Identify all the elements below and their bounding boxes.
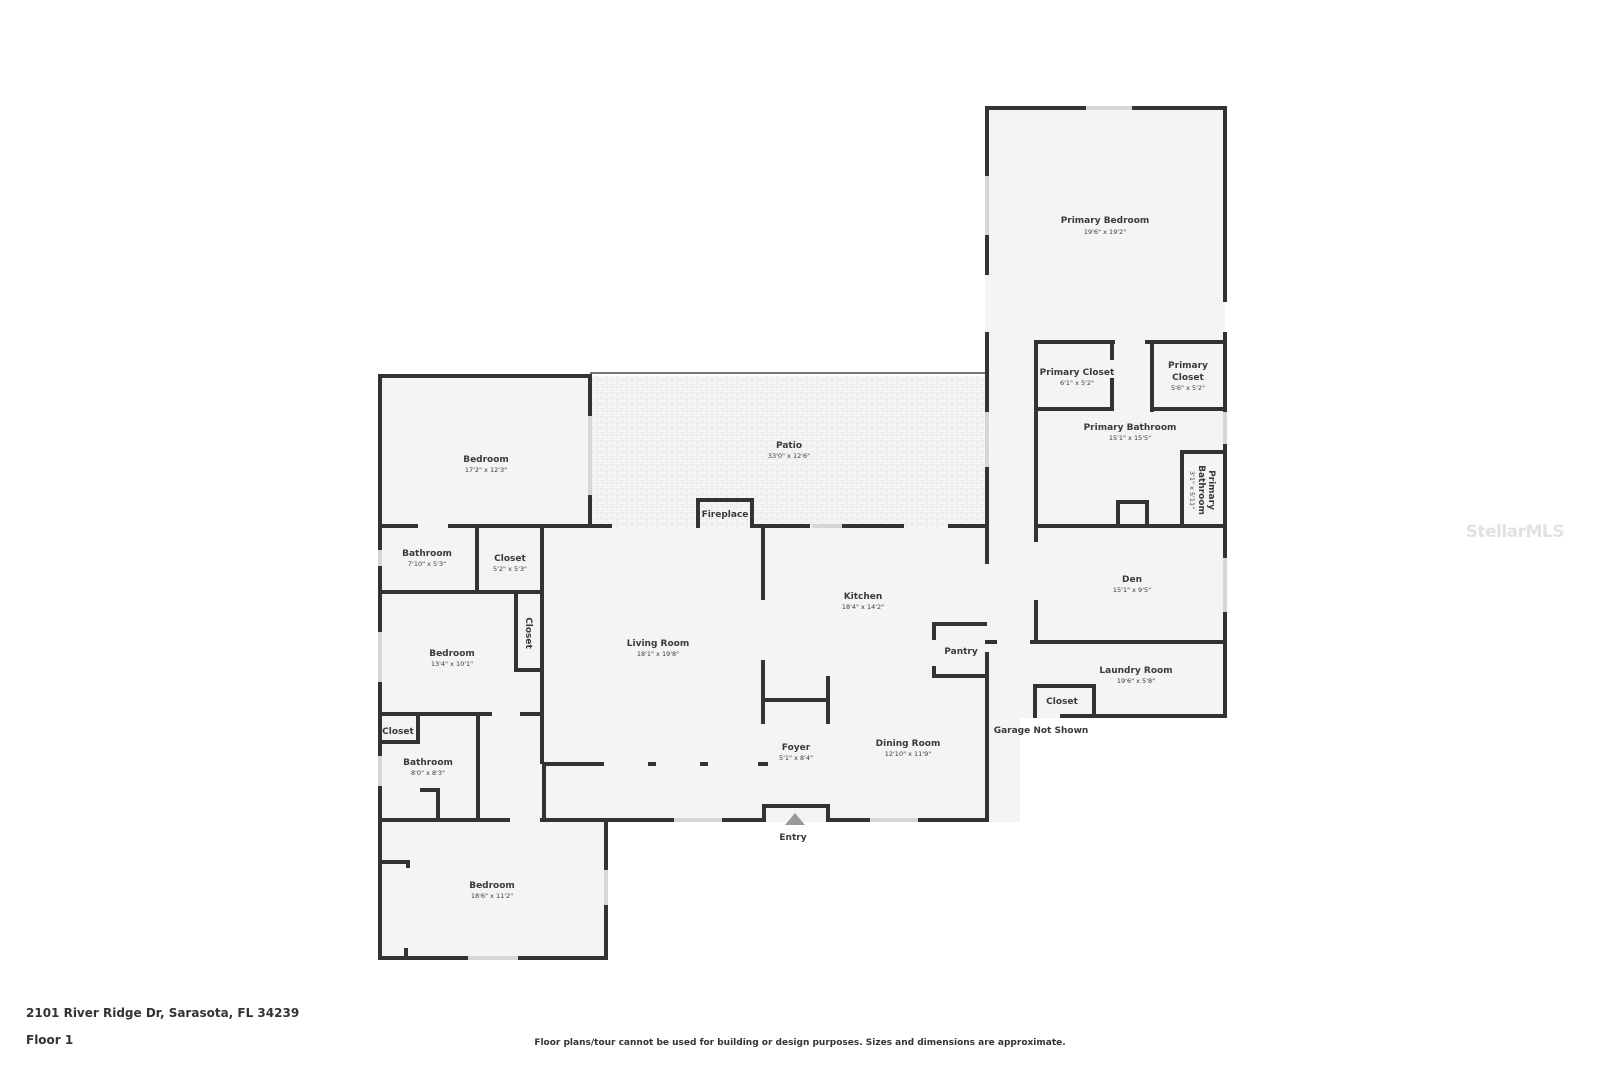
room-name-bedroom-top: Bedroom [463, 455, 509, 465]
room-name-closet-1: Closet [494, 554, 526, 564]
room-name-foyer: Foyer [782, 743, 811, 753]
room-dim-patio: 33'0" x 12'6" [768, 452, 810, 460]
room-name-closet-small: Closet [382, 727, 414, 737]
room-label-primary-bathroom-small: Primary Bathroom 3'1" x 5'11" [1188, 465, 1216, 515]
room-name-living-room: Living Room [627, 639, 689, 649]
room-dim-bedroom-bottom: 18'6" x 11'2" [471, 892, 513, 900]
room-name-bedroom-mid: Bedroom [429, 649, 475, 659]
floor-fills [380, 108, 1225, 960]
room-name-kitchen: Kitchen [844, 592, 883, 602]
room-dim-foyer: 5'1" x 8'4" [779, 754, 813, 762]
room-name-dining-room: Dining Room [876, 739, 941, 749]
room-name-primary-closet-2-line2: Closet [1172, 373, 1204, 383]
room-dim-primary-bedroom: 19'6" x 19'2" [1084, 228, 1126, 236]
entry-label: Entry [779, 833, 806, 843]
room-dim-primary-bathroom: 15'1" x 15'5" [1109, 434, 1151, 442]
room-dim-kitchen: 18'4" x 14'2" [842, 603, 884, 611]
room-name-den: Den [1122, 575, 1142, 585]
footer-disclaimer: Floor plans/tour cannot be used for buil… [534, 1038, 1066, 1048]
room-name-closet-vertical: Closet [523, 617, 533, 649]
room-name-pantry: Pantry [944, 647, 978, 657]
room-dim-bathroom-2: 8'0" x 8'3" [411, 769, 445, 777]
watermark-logo: StellarMLS [1465, 522, 1565, 542]
room-dim-dining-room: 12'10" x 11'9" [885, 750, 931, 758]
room-name-laundry-room: Laundry Room [1099, 666, 1172, 676]
room-dim-bedroom-mid: 13'4" x 10'1" [431, 660, 473, 668]
footer-address: 2101 River Ridge Dr, Sarasota, FL 34239 [26, 1006, 300, 1020]
room-name-primary-closet-2-line1: Primary [1168, 361, 1208, 371]
fireplace-hearth [700, 502, 750, 524]
room-name-primary-bathroom: Primary Bathroom [1084, 423, 1177, 433]
room-dim-primary-bathroom-small: 3'1" x 5'11" [1188, 471, 1196, 509]
room-label-closet-vertical: Closet [523, 617, 533, 649]
room-dim-laundry-room: 19'6" x 5'8" [1117, 677, 1155, 685]
entry-arrow-icon [785, 813, 805, 825]
room-name-primary-bathroom-small-line1: Primary [1206, 470, 1216, 510]
room-dim-primary-closet-1: 6'1" x 5'2" [1060, 379, 1094, 387]
room-dim-living-room: 18'1" x 19'8" [637, 650, 679, 658]
room-name-closet-laundry: Closet [1046, 697, 1078, 707]
room-name-primary-bathroom-small-line2: Bathroom [1196, 465, 1206, 515]
room-name-patio: Patio [776, 441, 802, 451]
room-dim-den: 15'1" x 9'5" [1113, 586, 1151, 594]
room-dim-closet-1: 5'2" x 5'3" [493, 565, 527, 573]
windows [378, 106, 1227, 960]
room-name-bathroom-1: Bathroom [402, 549, 452, 559]
footer-floor-label: Floor 1 [26, 1033, 74, 1047]
room-name-primary-bedroom: Primary Bedroom [1061, 216, 1150, 226]
garage-note-label: Garage Not Shown [994, 726, 1089, 736]
fireplace-label: Fireplace [702, 510, 749, 520]
room-dim-bedroom-top: 17'2" x 12'3" [465, 466, 507, 474]
room-name-primary-closet-1: Primary Closet [1040, 368, 1115, 378]
room-name-bedroom-bottom: Bedroom [469, 881, 515, 891]
room-name-bathroom-2: Bathroom [403, 758, 453, 768]
room-dim-bathroom-1: 7'10" x 5'3" [408, 560, 446, 568]
patio-floor [590, 376, 985, 528]
room-dim-primary-closet-2: 5'6" x 5'2" [1171, 384, 1205, 392]
